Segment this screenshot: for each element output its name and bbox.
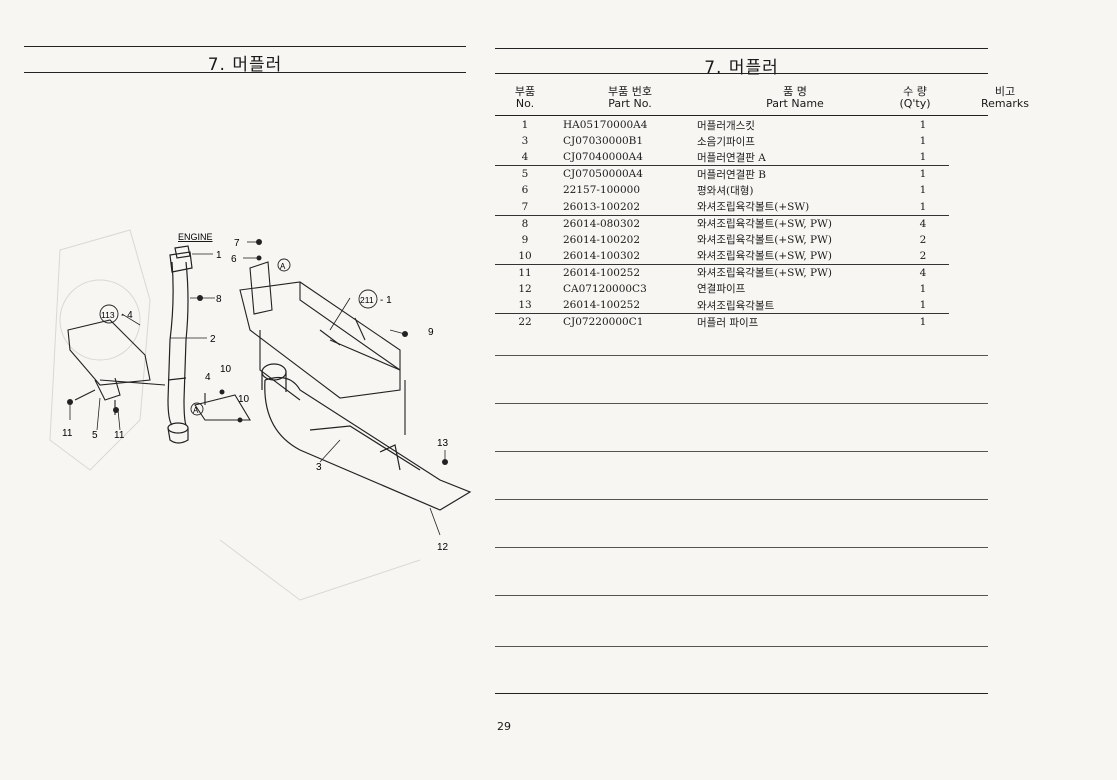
frame-bracket-assembly — [239, 261, 406, 435]
blank-rule — [495, 403, 988, 404]
mark-a-bottom: A — [193, 406, 199, 415]
blank-rule — [495, 499, 988, 500]
callout-12: 12 — [437, 542, 449, 553]
header-qty: 수 량(Q'ty) — [899, 85, 931, 110]
callout-11b: 11 — [114, 430, 125, 441]
silencer — [261, 363, 472, 511]
left-page: 7. 머플러 — [24, 46, 472, 601]
callout-11a: 11 — [62, 428, 73, 439]
right-title-rule-bottom — [495, 73, 988, 74]
exhaust-pipe — [167, 245, 193, 444]
left-page-title: 7. 머플러 — [207, 55, 283, 75]
callout-6: 6 — [231, 254, 237, 265]
callout-9: 9 — [428, 327, 434, 338]
blank-rule — [495, 547, 988, 548]
callout-3: 3 — [316, 462, 322, 473]
callout-7: 7 — [234, 238, 240, 249]
right-title-rule-top — [495, 48, 988, 49]
callout-5: 5 — [92, 430, 98, 441]
ref-113-suffix: - 4 — [121, 310, 133, 321]
left-bracket — [67, 319, 166, 415]
blank-rule — [495, 595, 988, 596]
callout-1: 1 — [216, 250, 222, 261]
bottom-rule — [495, 693, 988, 694]
title-rule-bottom — [24, 72, 466, 73]
mark-a-top: A — [280, 262, 286, 271]
muffler-exploded-diagram: ENGINE 1 7 6 8 2 9 4 10 10 3 13 12 11 5 … — [49, 229, 472, 601]
callout-13: 13 — [437, 438, 449, 449]
title-rule-top — [24, 46, 466, 47]
page-number: 29 — [497, 720, 511, 733]
callout-10b: 10 — [238, 394, 250, 405]
callout-engine: ENGINE — [178, 232, 213, 242]
right-page-title: 7. 머플러 — [704, 58, 779, 78]
callout-4: 4 — [205, 372, 211, 383]
callout-8: 8 — [216, 294, 222, 305]
callout-10a: 10 — [220, 364, 232, 375]
blank-rule — [495, 355, 988, 356]
connecting-plate — [194, 393, 251, 421]
ref-211-suffix: - 1 — [380, 295, 392, 306]
header-rule — [495, 115, 988, 116]
callout-2: 2 — [210, 334, 216, 345]
blank-rule — [495, 451, 988, 452]
ref-113: 113 — [101, 310, 115, 320]
ref-211: 211 — [360, 295, 374, 305]
blank-rule — [495, 646, 988, 647]
